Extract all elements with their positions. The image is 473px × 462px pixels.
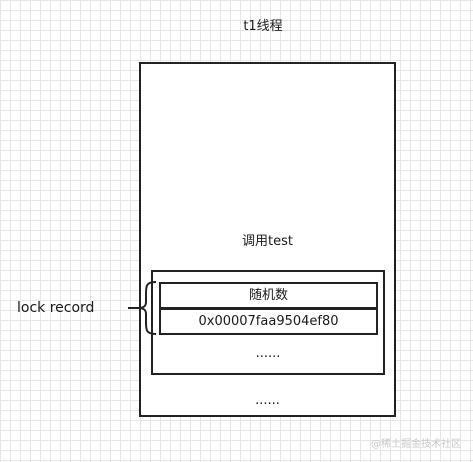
watermark: @稀土掘金技术社区 (371, 439, 461, 450)
lock-record-label: lock record (17, 300, 95, 316)
method-call-label: 调用test (242, 234, 293, 249)
frame-ellipsis: ...... (255, 346, 281, 361)
random-number-cell: 随机数 (159, 282, 378, 309)
curly-brace-icon (128, 281, 157, 335)
thread-title: t1线程 (243, 19, 283, 34)
address-cell: 0x00007faa9504ef80 (159, 308, 378, 335)
thread-ellipsis: ...... (255, 393, 280, 408)
